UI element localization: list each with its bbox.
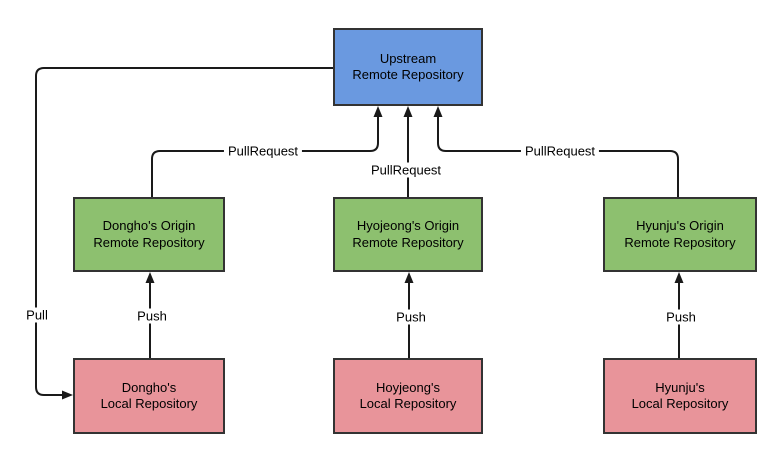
edge-label-push-dongho: Push xyxy=(133,308,171,324)
edge-label-push-hyojeong: Push xyxy=(392,309,430,325)
node-dongho-local-label: Dongho's Local Repository xyxy=(100,379,198,411)
node-hyojeong-origin-remote-repository: Hyojeong's Origin Remote Repository xyxy=(333,197,483,272)
edge-label-pullrequest-dongho: PullRequest xyxy=(223,143,303,159)
arrowhead-pullrequest-hyojeong xyxy=(403,106,413,117)
node-dongho-local-repository: Dongho's Local Repository xyxy=(73,358,225,434)
edge-label-pull: Pull xyxy=(22,307,52,323)
node-upstream-label: Upstream Remote Repository xyxy=(352,50,464,82)
arrowhead-pullrequest-hyunju xyxy=(433,106,443,117)
arrowhead-pullrequest-dongho xyxy=(373,106,383,117)
node-hoyjeong-local-repository: Hoyjeong's Local Repository xyxy=(333,358,483,434)
node-hyunju-local-label: Hyunju's Local Repository xyxy=(631,379,729,411)
arrowhead-push-dongho xyxy=(145,272,155,283)
node-hoyjeong-local-label: Hoyjeong's Local Repository xyxy=(359,379,457,411)
edge-label-pullrequest-hyojeong: PullRequest xyxy=(366,162,446,178)
node-hyunju-local-repository: Hyunju's Local Repository xyxy=(603,358,757,434)
edge-pull-line xyxy=(35,67,333,396)
arrowhead-push-hyunju xyxy=(674,272,684,283)
node-hyunju-origin-label: Hyunju's Origin Remote Repository xyxy=(624,218,736,250)
node-hyojeong-origin-label: Hyojeong's Origin Remote Repository xyxy=(352,218,464,250)
node-dongho-origin-label: Dongho's Origin Remote Repository xyxy=(93,218,205,250)
node-dongho-origin-remote-repository: Dongho's Origin Remote Repository xyxy=(73,197,225,272)
node-upstream-remote-repository: Upstream Remote Repository xyxy=(333,28,483,106)
edge-label-pullrequest-hyunju: PullRequest xyxy=(520,143,600,159)
edge-label-push-hyunju: Push xyxy=(662,309,700,325)
arrowhead-pull xyxy=(62,390,73,400)
node-hyunju-origin-remote-repository: Hyunju's Origin Remote Repository xyxy=(603,197,757,272)
arrowhead-push-hyojeong xyxy=(404,272,414,283)
